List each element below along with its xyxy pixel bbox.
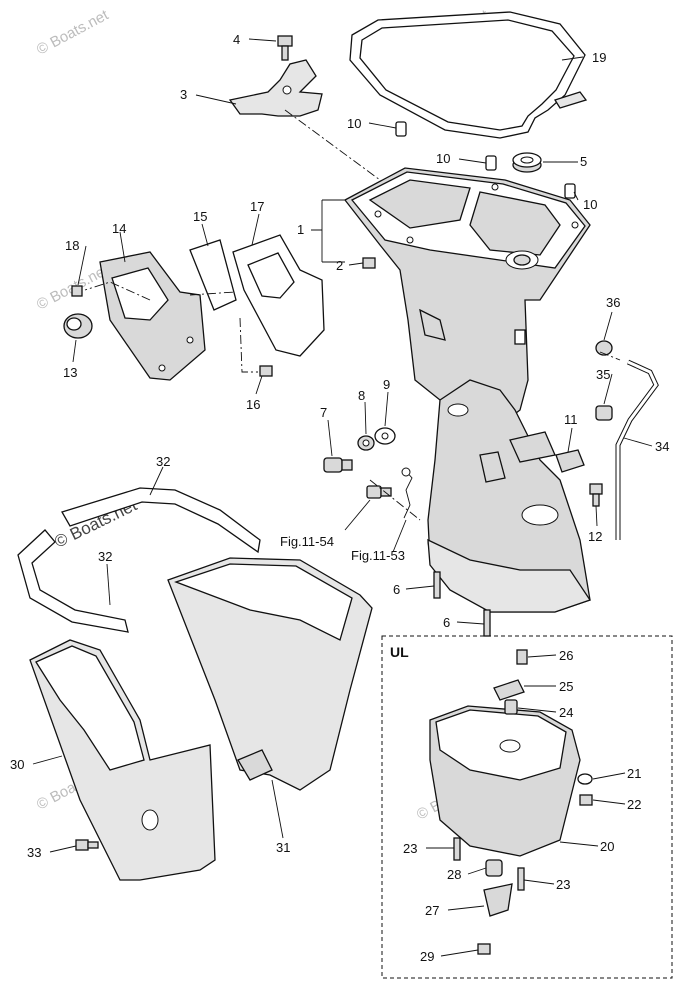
part-11-bracket bbox=[555, 449, 585, 473]
callout-24: 24 bbox=[559, 705, 573, 720]
callout-10: 10 bbox=[583, 197, 597, 212]
callout-31: 31 bbox=[276, 840, 290, 855]
callout-20: 20 bbox=[600, 839, 614, 854]
part-14-cover bbox=[99, 251, 206, 381]
callout-8: 8 bbox=[358, 388, 365, 403]
callout-10: 10 bbox=[436, 151, 450, 166]
callout-6: 6 bbox=[443, 615, 450, 630]
leader-lines bbox=[32, 38, 653, 957]
ul-inset: UL bbox=[381, 635, 673, 979]
callout-15: 15 bbox=[193, 209, 207, 224]
callout-6: 6 bbox=[393, 582, 400, 597]
callout-3: 3 bbox=[180, 87, 187, 102]
ul-inset-label: UL bbox=[390, 644, 409, 660]
part-5-cap bbox=[512, 152, 542, 173]
part-31-right-cover bbox=[167, 557, 373, 791]
callout-23: 23 bbox=[403, 841, 417, 856]
part-33-screw bbox=[75, 839, 99, 851]
callout-32: 32 bbox=[98, 549, 112, 564]
callout-23: 23 bbox=[556, 877, 570, 892]
callout-14: 14 bbox=[112, 221, 126, 236]
callout-labels: 4 3 10 10 5 10 19 1 2 18 14 15 17 13 16 … bbox=[10, 32, 669, 964]
part-12-bolt bbox=[589, 483, 603, 507]
part-36-fitting bbox=[595, 340, 613, 356]
part-35-grommet bbox=[595, 405, 613, 421]
part-3-bracket bbox=[228, 59, 323, 117]
fig-11-54-bolt bbox=[366, 485, 392, 499]
callout-30: 30 bbox=[10, 757, 24, 772]
callout-25: 25 bbox=[559, 679, 573, 694]
callout-1: 1 bbox=[297, 222, 304, 237]
part-2-bolt bbox=[362, 257, 376, 269]
ref-fig-11-53[interactable]: Fig.11-53 bbox=[351, 548, 405, 563]
ref-fig-11-54[interactable]: Fig.11-54 bbox=[280, 534, 334, 549]
callout-22: 22 bbox=[627, 797, 641, 812]
part-1-driveshaft-housing bbox=[344, 167, 591, 426]
callout-34: 34 bbox=[655, 439, 669, 454]
part-7-8-9-fasteners bbox=[323, 427, 396, 473]
callout-28: 28 bbox=[447, 867, 461, 882]
part-18-bolt bbox=[71, 285, 83, 297]
callout-19: 19 bbox=[592, 50, 606, 65]
callout-10: 10 bbox=[347, 116, 361, 131]
callout-33: 33 bbox=[27, 845, 41, 860]
part-17-gasket bbox=[232, 234, 325, 357]
part-19-seal bbox=[349, 11, 588, 139]
callout-36: 36 bbox=[606, 295, 620, 310]
callout-5: 5 bbox=[580, 154, 587, 169]
part-13-plug bbox=[63, 313, 93, 339]
assembly-lines bbox=[84, 109, 621, 521]
callout-4: 4 bbox=[233, 32, 240, 47]
callout-17: 17 bbox=[250, 199, 264, 214]
part-34-pipe bbox=[615, 359, 659, 540]
callout-18: 18 bbox=[65, 238, 79, 253]
callout-13: 13 bbox=[63, 365, 77, 380]
lower-casing bbox=[427, 379, 592, 613]
callout-9: 9 bbox=[383, 377, 390, 392]
part-30-left-cover bbox=[29, 639, 216, 881]
part-32-seals bbox=[17, 487, 261, 633]
callout-21: 21 bbox=[627, 766, 641, 781]
callout-12: 12 bbox=[588, 529, 602, 544]
callout-35: 35 bbox=[596, 367, 610, 382]
part-10-grommets bbox=[395, 121, 576, 199]
fig-11-53-wire bbox=[401, 467, 413, 519]
callout-7: 7 bbox=[320, 405, 327, 420]
callout-26: 26 bbox=[559, 648, 573, 663]
callout-2: 2 bbox=[336, 258, 343, 273]
callout-27: 27 bbox=[425, 903, 439, 918]
part-16-bolt bbox=[259, 365, 273, 377]
watermark: © Boats.net bbox=[34, 6, 112, 58]
callout-32: 32 bbox=[156, 454, 170, 469]
callout-11: 11 bbox=[564, 412, 578, 427]
callout-16: 16 bbox=[246, 397, 260, 412]
callout-29: 29 bbox=[420, 949, 434, 964]
part-4-bolt bbox=[277, 35, 293, 61]
